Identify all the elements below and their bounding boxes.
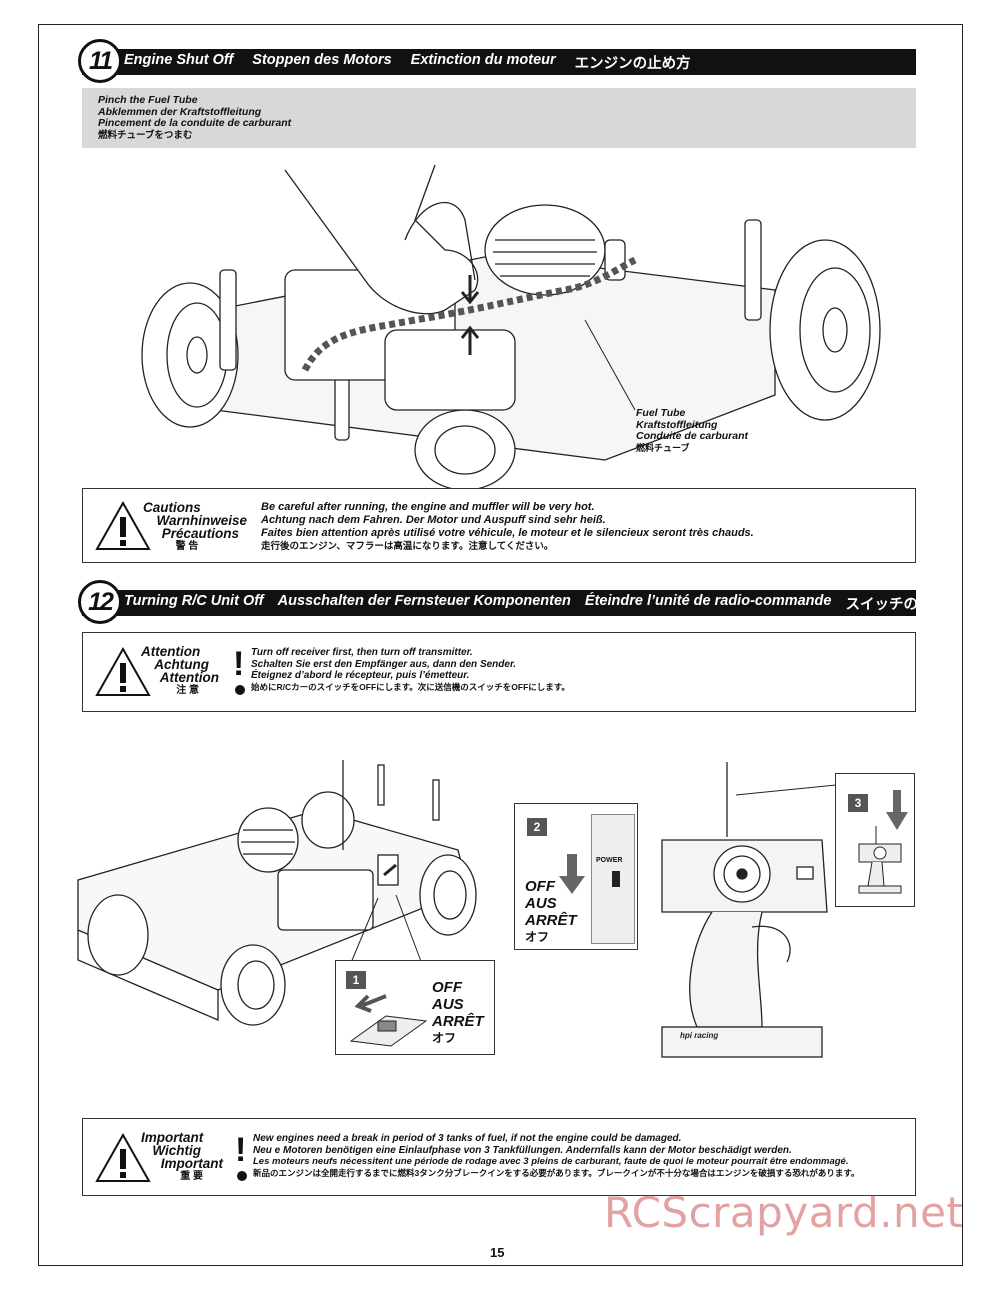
cautions-line-de: Achtung nach dem Fahren. Der Motor und A… (261, 514, 606, 526)
instruction-de: Abklemmen der Kraftstoffleitung (98, 105, 262, 118)
step-11-instruction: Pinch the Fuel Tube Abklemmen der Krafts… (82, 88, 916, 148)
attention-title-jp: 注 意 (176, 685, 199, 696)
exclamation-icon: ! (233, 645, 245, 683)
important-title-de: Wichtig (152, 1143, 201, 1158)
step-12-title-de: Ausschalten der Fernsteuer Komponenten (277, 592, 571, 609)
switch-step-3-box: 3 (835, 773, 915, 907)
warning-triangle-icon (95, 1132, 151, 1182)
important-title: Important Wichtig Important 重 要 (127, 1131, 223, 1183)
down-arrow-icon (886, 790, 908, 830)
cautions-title-en: Cautions (143, 500, 201, 515)
exclamation-icon: ! (235, 1131, 247, 1169)
attention-title-fr: Attention (159, 670, 219, 685)
leader-line (735, 784, 837, 796)
fuel-tube-en: Fuel Tube (636, 407, 686, 419)
cautions-line-jp: 走行後のエンジン、マフラーは高温になります。注意してください。 (261, 541, 554, 552)
step-2-off-de: AUS (525, 895, 557, 912)
watermark: RCScrapyard.net (604, 1188, 964, 1237)
cautions-title-fr: Précautions (161, 526, 239, 541)
receiver-switch-icon (349, 994, 428, 1047)
step-11-header: 11 Engine Shut Off Stoppen des Motors Ex… (78, 39, 916, 83)
step-12-title-jp: スイッチの切り方 (845, 596, 962, 613)
important-box: Important Wichtig Important 重 要 ! New en… (82, 1118, 916, 1196)
cautions-box: Cautions Warnhinweise Précautions 警 告 Be… (82, 488, 916, 563)
step-2-off-jp: オフ (525, 930, 550, 944)
instruction-fr: Pincement de la conduite de carburant (98, 117, 292, 129)
step-3-badge: 3 (848, 794, 868, 812)
fuel-tube-fr: Conduite de carburant (636, 430, 749, 442)
step-1-off-de: AUS (432, 996, 464, 1013)
step-2-off-en: OFF (525, 878, 555, 895)
power-switch-label: POWER (596, 857, 623, 864)
car-illustration (77, 760, 477, 1026)
switch-step-1-box: 1 OFF AUS ARRÊT オフ (335, 960, 495, 1055)
attention-line-fr: Éteignez d’abord le récepteur, puis l’ém… (251, 670, 470, 681)
important-title-fr: Important (160, 1156, 223, 1171)
warning-triangle-icon (95, 500, 151, 550)
down-arrow-icon (559, 854, 585, 894)
step-1-off-fr: ARRÊT (432, 1013, 484, 1030)
step-1-off-label: OFF AUS ARRÊT オフ (432, 979, 484, 1047)
svg-text:hpi racing: hpi racing (680, 1031, 718, 1040)
instruction-en: Pinch the Fuel Tube (98, 94, 198, 106)
cautions-title-de: Warnhinweise (156, 513, 247, 528)
instruction-jp: 燃料チューブをつまむ (98, 129, 193, 141)
warning-triangle-icon (95, 646, 151, 696)
transmitter-switch-panel: POWER (591, 814, 635, 944)
important-title-en: Important (141, 1130, 204, 1145)
step-2-badge: 2 (527, 818, 547, 836)
step-11-title-fr: Extinction du moteur (410, 51, 556, 68)
cautions-text: Be careful after running, the engine and… (261, 501, 911, 553)
important-line-en: New engines need a break in period of 3 … (253, 1133, 682, 1144)
attention-line-jp: 始めにR/CカーのスイッチをOFFにします。次に送信機のスイッチをOFFにします… (251, 681, 570, 692)
fuel-tube-callout: Fuel Tube Kraftstoffleitung Conduite de … (636, 407, 749, 454)
step-12-header: 12 Turning R/C Unit Off Ausschalten der … (78, 580, 961, 624)
fuel-tube-de: Kraftstoffleitung (636, 418, 718, 431)
cautions-title-jp: 警 告 (175, 541, 199, 552)
cautions-title: Cautions Warnhinweise Précautions 警 告 (127, 501, 247, 553)
attention-title-de: Achtung (154, 657, 209, 672)
step-1-off-en: OFF (432, 979, 462, 996)
important-line-jp: 新品のエンジンは全開走行するまでに燃料3タンク分ブレークインをする必要があります… (253, 1167, 860, 1178)
important-text: New engines need a break in period of 3 … (253, 1133, 913, 1179)
important-title-jp: 重 要 (180, 1171, 203, 1182)
attention-title: Attention Achtung Attention 注 意 (127, 645, 219, 697)
bullet-icon (237, 1171, 247, 1181)
important-line-de: Neu e Motoren benötigen eine Einlaufphas… (253, 1144, 792, 1156)
step-12-title-fr: Éteindre l’unité de radio-commande (584, 592, 832, 609)
bullet-icon (235, 685, 245, 695)
transmitter-illustration: hpi racing (661, 762, 828, 1058)
step-11-title-en: Engine Shut Off (124, 51, 234, 68)
important-line-fr: Les moteurs neufs nécessitent une périod… (253, 1156, 849, 1167)
attention-line-de: Schalten Sie erst den Empfänger aus, dan… (251, 658, 517, 670)
cautions-line-en: Be careful after running, the engine and… (261, 501, 595, 513)
step-2-off-fr: ARRÊT (525, 912, 577, 929)
step-1-badge: 1 (346, 971, 366, 989)
cautions-line-fr: Faites bien attention après utilisé votr… (261, 527, 754, 539)
step-11-number: 11 (78, 39, 122, 83)
power-switch (612, 871, 620, 887)
page-number: 15 (490, 1245, 505, 1260)
transmitter-small-icon (858, 826, 902, 894)
step-11-title-jp: エンジンの止め方 (574, 55, 691, 72)
switch-step-2-box: 2 OFF AUS ARRÊT オフ POWER (514, 803, 638, 950)
step-11-title-de: Stoppen des Motors (252, 51, 392, 68)
step-2-off-label: OFF AUS ARRÊT オフ (525, 878, 577, 946)
step-12-title-en: Turning R/C Unit Off (124, 592, 264, 609)
fuel-tube-jp: 燃料チューブ (636, 442, 690, 453)
attention-line-en: Turn off receiver first, then turn off t… (251, 647, 473, 658)
attention-title-en: Attention (141, 644, 201, 659)
step-12-number: 12 (78, 580, 122, 624)
attention-text: Turn off receiver first, then turn off t… (251, 647, 901, 693)
engine-pinch-illustration (141, 164, 881, 491)
page-frame (38, 24, 963, 1266)
attention-box: Attention Achtung Attention 注 意 ! Turn o… (82, 632, 916, 712)
step-1-off-jp: オフ (432, 1031, 457, 1045)
